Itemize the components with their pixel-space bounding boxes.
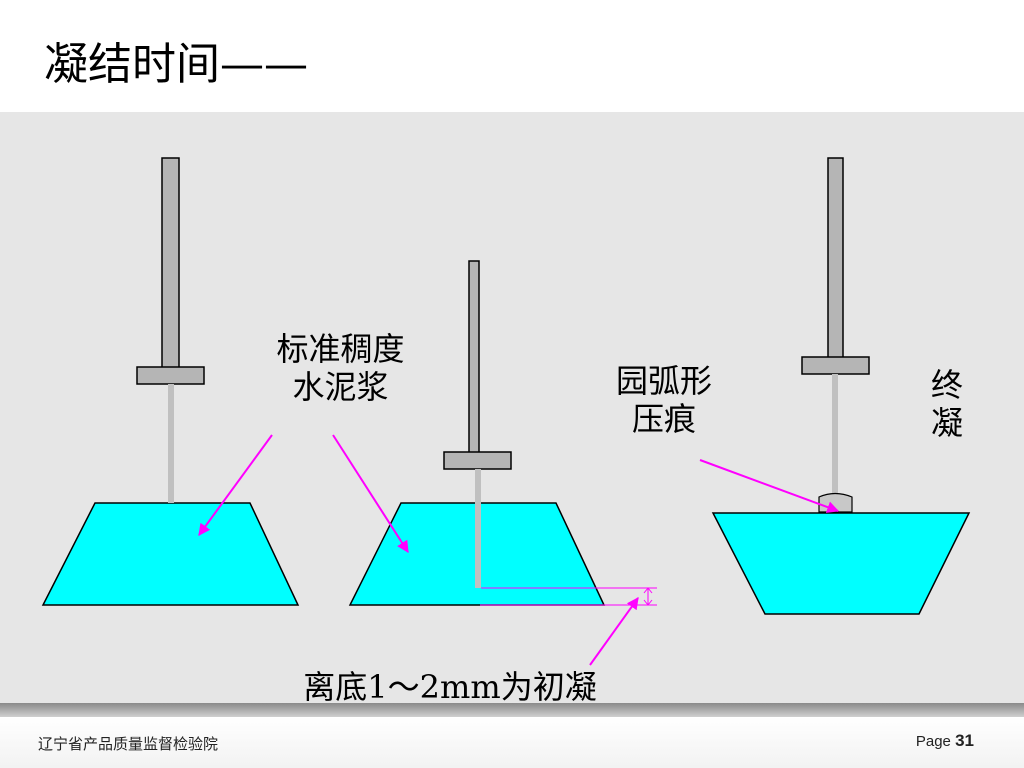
paste-container-3 [711, 512, 971, 615]
plate-2 [443, 451, 512, 470]
page-label: Page [915, 733, 951, 750]
footer-band [0, 703, 1024, 717]
slide-title: 凝结时间—— [44, 39, 308, 90]
rod-1 [161, 157, 180, 369]
plate-1 [136, 366, 205, 385]
paste-container-1 [41, 502, 300, 606]
apparatus-1 [41, 157, 300, 606]
apparatus-3 [711, 157, 971, 615]
label-final-line1: 终 [930, 366, 963, 404]
label-consistency-line2: 水泥浆 [292, 368, 389, 407]
diagram-area [0, 112, 1024, 710]
apparatus-2 [348, 260, 657, 606]
setting-time-diagram [41, 157, 971, 666]
label-final-set: 终 凝 [922, 366, 972, 443]
rod-3 [827, 157, 844, 359]
arrow-arc-indent [699, 459, 840, 513]
label-final-line2: 凝 [930, 404, 963, 443]
label-arc-line2: 压痕 [631, 400, 696, 439]
label-standard-consistency: 标准稠度 水泥浆 [258, 330, 423, 407]
page-indicator: Page 31 [916, 731, 974, 751]
rod-2 [468, 260, 480, 454]
label-consistency-line1: 标准稠度 [276, 330, 405, 368]
plate-3 [801, 356, 870, 375]
label-initial-set: 离底1～2mm为初凝 [303, 668, 597, 706]
footer [0, 717, 1024, 768]
needle-2 [475, 469, 481, 588]
needle-1 [168, 384, 174, 503]
page-number: 31 [955, 731, 974, 750]
arrow-consistency-left [198, 434, 273, 536]
label-arc-line1: 园弧形 [615, 362, 712, 400]
arrow-initial-set [589, 597, 639, 666]
label-arc-indent: 园弧形 压痕 [603, 362, 725, 439]
arrow-consistency-right [332, 434, 409, 554]
needle-3 [832, 374, 838, 496]
footer-organization: 辽宁省产品质量监督检验院 [38, 735, 219, 753]
